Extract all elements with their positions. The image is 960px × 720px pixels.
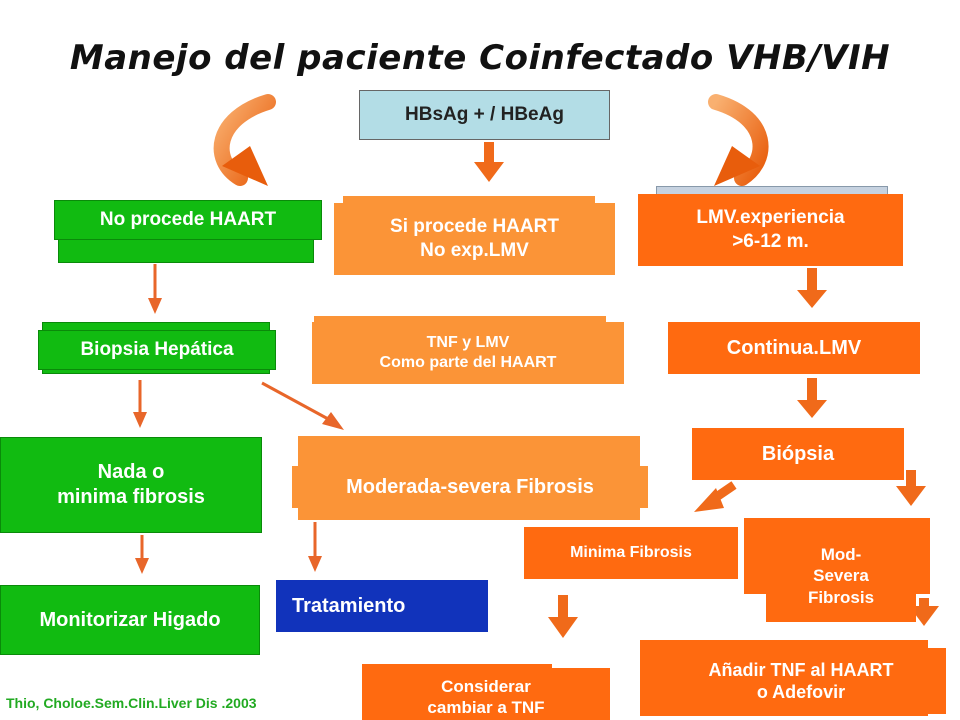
considerar-label: Considerar cambiar a TNF [427, 677, 545, 718]
mod-severa-label: Mod- Severa Fibrosis [807, 545, 875, 607]
tnf-lmv-box: TNF y LMV Como parte del HAART [312, 322, 624, 384]
no-haart-box: No procede HAART [54, 200, 322, 240]
lmv-exp-box: LMV.experiencia >6-12 m. [638, 194, 903, 266]
tratamiento-box: Tratamiento [276, 580, 488, 632]
curved-arrow-left-icon [213, 94, 276, 186]
hbsag-label: HBsAg + / HBeAg [405, 104, 564, 126]
biopsia-hep-label: Biopsia Hepática [80, 339, 234, 361]
lmv-exp-label: LMV.experiencia >6-12 m. [696, 207, 845, 252]
nada-fibrosis-label: Nada o minima fibrosis [57, 461, 205, 508]
biopsia-hep-box: Biopsia Hepática [38, 330, 276, 370]
continua-lmv-box: Continua.LMV [668, 322, 920, 374]
biopsia-box: Biópsia [692, 428, 904, 480]
minima-fibrosis-box: Minima Fibrosis [524, 527, 738, 579]
minima-fibrosis-label: Minima Fibrosis [570, 544, 692, 561]
page-title: Manejo del paciente Coinfectado VHB/VIH [69, 38, 891, 78]
moderada-label: Moderada-severa Fibrosis [346, 475, 594, 498]
nada-fibrosis-box: Nada o minima fibrosis [0, 437, 262, 533]
continua-lmv-label: Continua.LMV [726, 336, 862, 359]
considerar-box: Considerar cambiar a TNF [362, 668, 610, 720]
mod-severa-box: Mod- Severa Fibrosis [766, 530, 916, 622]
moderada-box: Moderada-severa Fibrosis [292, 466, 648, 508]
monitorizar-label: Monitorizar Higado [39, 608, 221, 631]
si-haart-box: Si procede HAART No exp.LMV [334, 203, 615, 275]
anadir-label: Añadir TNF al HAART o Adefovir [708, 659, 894, 703]
si-haart-label: Si procede HAART No exp.LMV [390, 216, 559, 261]
hbsag-box: HBsAg + / HBeAg [359, 90, 610, 140]
anadir-box: Añadir TNF al HAART o Adefovir [656, 648, 946, 714]
monitorizar-box: Monitorizar Higado [0, 585, 260, 655]
tnf-lmv-label: TNF y LMV Como parte del HAART [379, 334, 557, 371]
biopsia-label: Biópsia [761, 442, 835, 465]
citation: Thio, Choloe.Sem.Clin.Liver Dis .2003 [6, 695, 257, 711]
tratamiento-label: Tratamiento [292, 594, 406, 617]
no-haart-label: No procede HAART [99, 209, 277, 231]
curved-arrow-right-icon [708, 94, 769, 186]
